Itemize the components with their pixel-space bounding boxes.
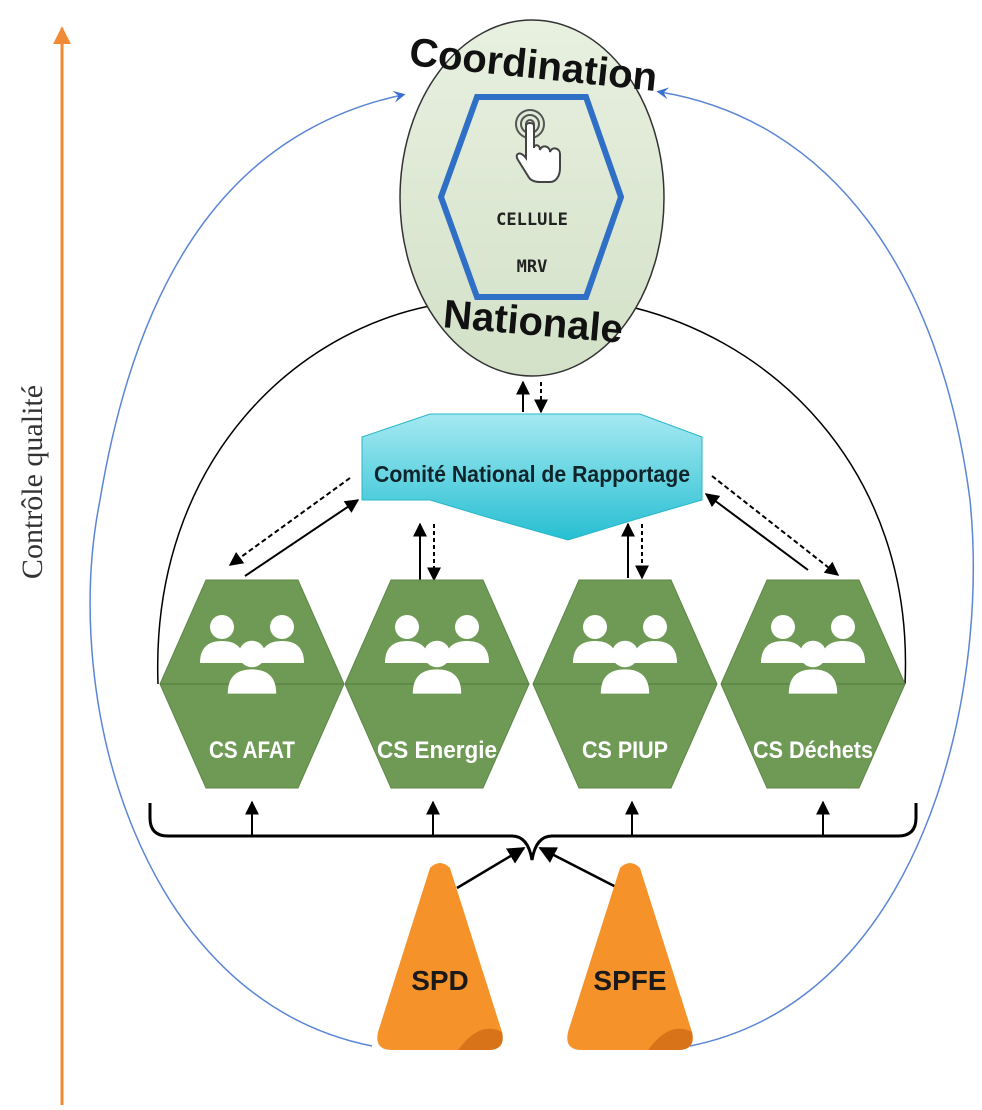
- provider-label: SPD: [411, 965, 469, 996]
- structure-arc: [157, 301, 907, 685]
- cellule-label: CELLULE: [496, 210, 568, 230]
- people-group-icon: [385, 615, 489, 694]
- provider-fold: [458, 1028, 503, 1050]
- committee-shape: [361, 413, 703, 541]
- sector-cell-label: CS AFAT: [209, 737, 295, 764]
- coordination-circle: [399, 19, 665, 377]
- sector-cell-cs-energie: CS Energie: [344, 579, 530, 789]
- quality-control-label: Contrôle qualité: [16, 385, 49, 579]
- sector-cell-cs-dechets: CS Déchets: [720, 579, 906, 789]
- arrow-committee-to-cs-afat: [228, 477, 351, 566]
- sector-cell-cs-afat: CS AFAT: [159, 579, 345, 789]
- people-group-icon: [200, 615, 304, 694]
- arrow-spd-to-bracket: [456, 846, 526, 890]
- sector-cell-label: CS Déchets: [753, 737, 873, 764]
- distribution-bracket: [148, 803, 918, 861]
- mrv-cell-hexagon: [437, 94, 625, 300]
- provider-spfe: SPFE: [567, 863, 693, 1050]
- arrow-committee-to-cs-dechets: [711, 475, 840, 576]
- sector-cells: CS AFAT CS Energie CS PIUP CS Déchets: [159, 579, 906, 789]
- provider-shape: [567, 863, 693, 1050]
- feedback-loop-left: [89, 90, 406, 1047]
- provider-shape: [377, 863, 503, 1050]
- provider-fold: [648, 1028, 693, 1050]
- people-group-icon: [573, 615, 677, 694]
- mrv-label: MRV: [517, 257, 548, 277]
- touch-pointer-icon: [515, 109, 561, 183]
- arrow-cs-dechets-to-committee: [704, 493, 809, 571]
- sector-cell-label: CS Energie: [377, 737, 497, 764]
- sector-cell-cs-piup: CS PIUP: [532, 579, 718, 789]
- committee-label: Comité National de Rapportage: [374, 461, 690, 487]
- provider-label: SPFE: [593, 965, 666, 996]
- sector-cell-label: CS PIUP: [582, 737, 668, 764]
- people-group-icon: [761, 615, 865, 694]
- provider-spd: SPD: [377, 863, 503, 1050]
- data-providers: SPD SPFE: [377, 863, 693, 1050]
- arrow-cs-afat-to-committee: [244, 499, 360, 577]
- feedback-loop-right: [656, 87, 974, 1047]
- arrow-spfe-to-bracket: [538, 846, 619, 890]
